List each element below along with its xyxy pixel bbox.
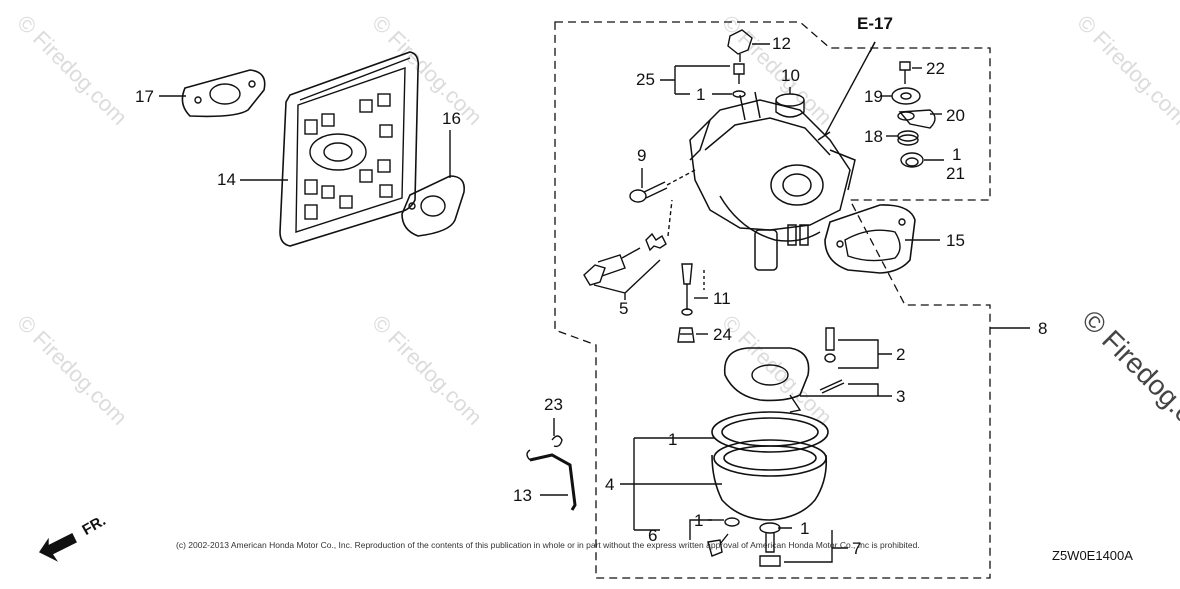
assembly-boundary — [554, 21, 991, 579]
screw-25 — [732, 63, 746, 98]
copyright-notice: (c) 2002-2013 American Honda Motor Co., … — [176, 540, 920, 550]
float — [723, 347, 810, 413]
callout-18: 18 — [864, 127, 883, 146]
callout-1: 1 — [800, 519, 810, 538]
pilot-screw-5 — [583, 199, 673, 286]
plate-19 — [891, 87, 921, 105]
diagram-code: Z5W0E1400A — [1052, 548, 1133, 563]
fr-arrow — [38, 533, 77, 562]
callout-14: 14 — [217, 170, 236, 189]
insulator-plate-14 — [279, 51, 420, 247]
callout-13: 13 — [513, 486, 532, 505]
callout-15: 15 — [946, 231, 965, 250]
callout-12: 12 — [772, 34, 791, 53]
callout-8: 8 — [1038, 319, 1048, 338]
callout-22: 22 — [926, 59, 945, 78]
callout-9: 9 — [637, 146, 647, 165]
bearing-21 — [900, 152, 924, 168]
collar-18 — [897, 130, 919, 146]
callout-5: 5 — [619, 299, 629, 318]
callout-1: 1 — [668, 430, 678, 449]
callout-1: 1 — [694, 511, 704, 530]
callout-20: 20 — [946, 106, 965, 125]
needle-11 — [681, 263, 693, 316]
lever-12 — [727, 29, 753, 62]
callout-24: 24 — [713, 325, 732, 344]
callout-3: 3 — [896, 387, 906, 406]
float-valve-2 — [824, 327, 836, 363]
reference-e17: E-17 — [857, 14, 893, 33]
screw-22 — [899, 61, 911, 84]
gasket-15 — [824, 204, 916, 274]
gasket-17 — [181, 69, 266, 118]
callout-23: 23 — [544, 395, 563, 414]
callout-1: 1 — [952, 145, 962, 164]
screw-9 — [629, 181, 668, 203]
clip-23 — [551, 435, 563, 448]
float-chamber-4 — [711, 411, 829, 521]
callout-16: 16 — [442, 109, 461, 128]
callout-25: 25 — [636, 70, 655, 89]
callout-2: 2 — [896, 345, 906, 364]
callout-6: 6 — [648, 526, 658, 545]
lever-20 — [897, 109, 936, 129]
callout-19: 19 — [864, 87, 883, 106]
gasket-16 — [401, 175, 466, 237]
callout-17: 17 — [135, 87, 154, 106]
jet-24 — [677, 327, 695, 343]
callout-21: 21 — [946, 164, 965, 183]
callout-7: 7 — [852, 539, 862, 558]
callout-1: 1 — [696, 85, 706, 104]
drain-tube-13 — [526, 449, 577, 511]
float-pin-3 — [819, 379, 845, 394]
drain-screw-6 — [707, 517, 740, 557]
callout-4: 4 — [605, 475, 615, 494]
callout-11: 11 — [713, 289, 731, 308]
carburetor-body — [689, 91, 856, 271]
callout-10: 10 — [781, 66, 800, 85]
